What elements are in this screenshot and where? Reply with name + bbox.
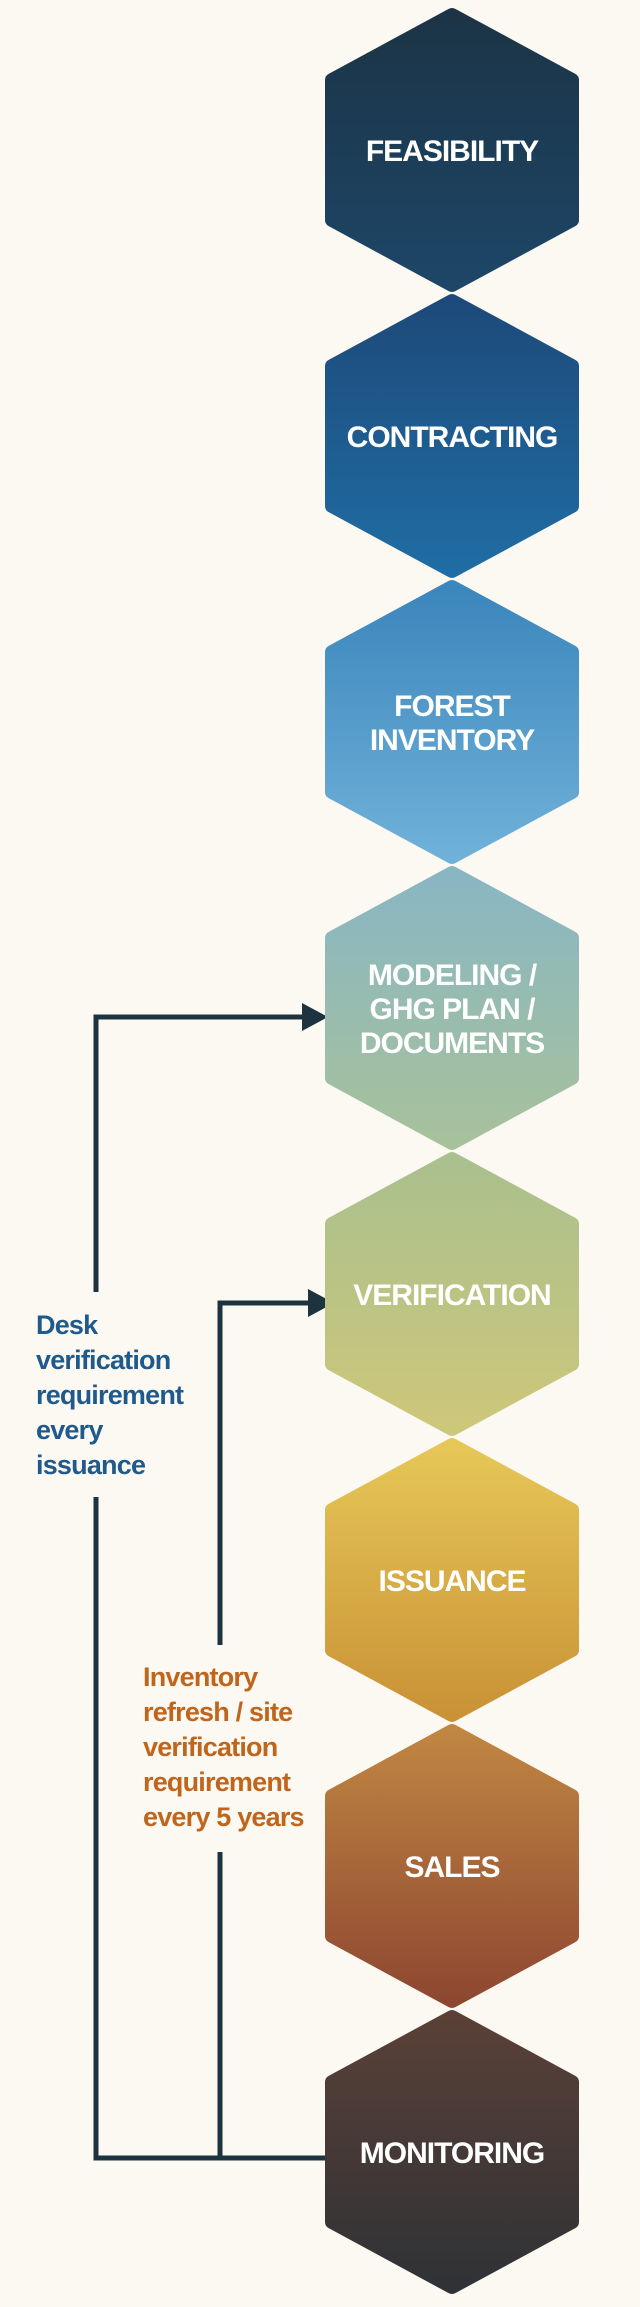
hexagon-verification [325, 1152, 579, 1436]
hexagon-issuance [325, 1438, 579, 1722]
hexagon-feasibility [325, 8, 579, 292]
hexagon-contracting [325, 294, 579, 578]
hexagon-sales [325, 1724, 579, 2008]
arrowhead-to-verification [308, 1289, 334, 1317]
hexagon-monitoring [325, 2010, 579, 2294]
hexagon-modeling [325, 866, 579, 1150]
hexagon-forest-inventory [325, 580, 579, 864]
inventory-refresh-connector-upper [217, 1300, 314, 1645]
step-label-issuance: ISSUANCE [378, 1565, 525, 1598]
feedback-connectors [93, 1014, 330, 2161]
step-label-contracting: CONTRACTING [347, 421, 558, 454]
step-label-sales: SALES [404, 1851, 499, 1884]
step-label-verification: VERIFICATION [353, 1279, 550, 1312]
desk-verification-connector-upper [93, 1014, 306, 1292]
arrowhead-to-modeling [302, 1003, 328, 1031]
desk-verification-connector [93, 1497, 330, 2161]
step-label-feasibility: FEASIBILITY [366, 135, 539, 168]
step-label-monitoring: MONITORING [360, 2137, 544, 2170]
step-label-modeling: MODELING /GHG PLAN /DOCUMENTS [360, 959, 544, 1060]
